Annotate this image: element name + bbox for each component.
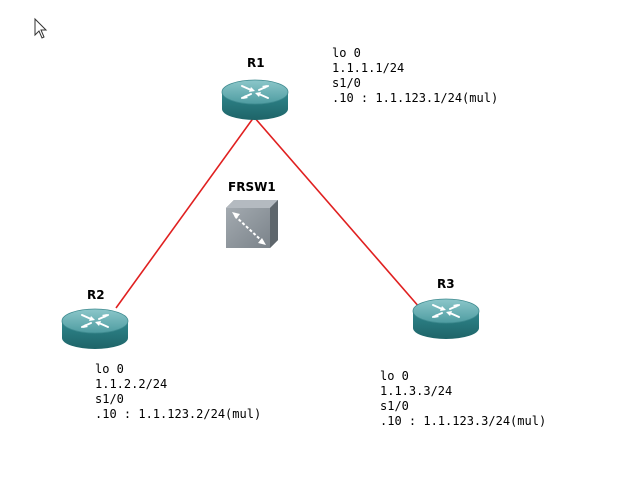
link-r1-r2[interactable] xyxy=(115,116,255,309)
note-line: 1.1.1.1/24 xyxy=(332,61,405,75)
router-r1-label: R1 xyxy=(247,56,265,70)
note-line: lo 0 xyxy=(380,369,409,383)
router-r2-icon[interactable] xyxy=(61,308,129,350)
note-line: .10 : 1.1.123.3/24(mul) xyxy=(380,414,547,428)
router-r1-icon[interactable] xyxy=(221,79,289,121)
router-r3-icon[interactable] xyxy=(412,298,480,340)
mouse-pointer-icon xyxy=(34,17,48,39)
note-line: .10 : 1.1.123.2/24(mul) xyxy=(95,407,262,421)
frame-relay-switch-icon[interactable] xyxy=(226,200,278,248)
router-r3-label: R3 xyxy=(437,277,455,291)
r3-config-note: lo 0 1.1.3.3/24 s1/0 .10 : 1.1.123.3/24(… xyxy=(380,369,546,429)
note-line: 1.1.2.2/24 xyxy=(95,377,168,391)
note-line: lo 0 xyxy=(332,46,361,60)
link-r1-r3[interactable] xyxy=(253,116,421,309)
r1-config-note: lo 0 1.1.1.1/24 s1/0 .10 : 1.1.123.1/24(… xyxy=(332,46,498,106)
note-line: s1/0 xyxy=(380,399,409,413)
note-line: .10 : 1.1.123.1/24(mul) xyxy=(332,91,499,105)
frsw1-label: FRSW1 xyxy=(228,180,276,194)
note-line: s1/0 xyxy=(332,76,361,90)
router-r2-label: R2 xyxy=(87,288,105,302)
note-line: lo 0 xyxy=(95,362,124,376)
note-line: 1.1.3.3/24 xyxy=(380,384,453,398)
r2-config-note: lo 0 1.1.2.2/24 s1/0 .10 : 1.1.123.2/24(… xyxy=(95,362,261,422)
note-line: s1/0 xyxy=(95,392,124,406)
